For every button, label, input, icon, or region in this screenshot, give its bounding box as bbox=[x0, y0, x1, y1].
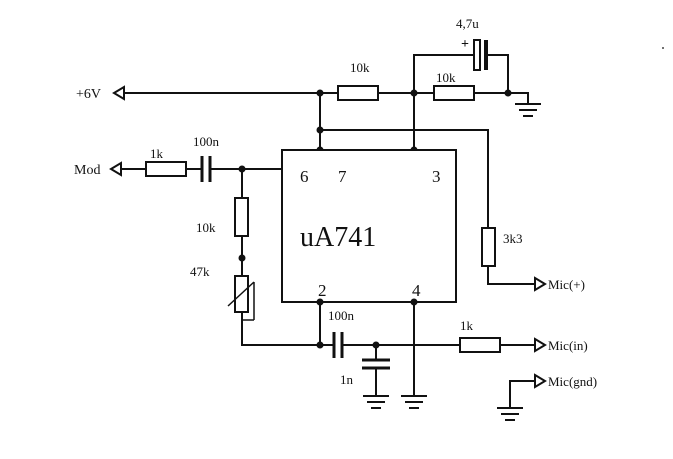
resistor-1k-mic-in-label: 1k bbox=[460, 318, 474, 333]
capacitor-1n bbox=[362, 358, 390, 370]
resistor-10k-feedback bbox=[234, 197, 249, 237]
resistor-1k-mic-in bbox=[459, 337, 501, 353]
resistor-3k3 bbox=[481, 227, 496, 267]
resistor-10k-top-right bbox=[433, 85, 475, 101]
capacitor-1n-label: 1n bbox=[340, 372, 354, 387]
terminal-mic-gnd-label: Mic(gnd) bbox=[548, 374, 597, 389]
ic-pin-6: 6 bbox=[300, 167, 309, 186]
resistor-10k-top-left-label: 10k bbox=[350, 60, 370, 75]
terminal-mic-gnd: Mic(gnd) bbox=[534, 373, 597, 389]
scan-speck bbox=[662, 47, 664, 49]
resistor-10k-top-left bbox=[337, 85, 379, 101]
terminal-mod: Mod bbox=[74, 161, 122, 178]
junction-dot bbox=[316, 341, 324, 349]
ground-icon-pin4 bbox=[401, 395, 427, 409]
capacitor-4u7-label: 4,7u bbox=[456, 16, 479, 31]
junction-dot bbox=[504, 89, 512, 97]
capacitor-100n-mod-label: 100n bbox=[193, 134, 220, 149]
junction-dot bbox=[316, 126, 324, 134]
ground-icon-top bbox=[515, 92, 541, 117]
junction-dot bbox=[316, 89, 324, 97]
capacitor-100n-input bbox=[332, 332, 344, 358]
ground-icon-mic bbox=[497, 407, 523, 421]
ic-pin-2: 2 bbox=[318, 281, 327, 300]
terminal-mic-in-label: Mic(in) bbox=[548, 338, 588, 353]
junction-dot bbox=[238, 254, 246, 262]
terminal-vplus: +6V bbox=[76, 85, 125, 102]
junction-dot bbox=[316, 298, 324, 306]
junction-dot bbox=[410, 89, 418, 97]
ic-name: uA741 bbox=[300, 222, 376, 253]
ground-icon-1n bbox=[363, 395, 389, 409]
potentiometer-47k-label: 47k bbox=[190, 264, 210, 279]
terminal-mic-in: Mic(in) bbox=[534, 337, 588, 353]
resistor-3k3-label: 3k3 bbox=[503, 231, 523, 246]
ic-pin-7: 7 bbox=[338, 167, 347, 186]
ic-pin-4: 4 bbox=[412, 281, 421, 300]
resistor-1k-mod bbox=[145, 161, 187, 177]
resistor-10k-top-right-label: 10k bbox=[436, 70, 456, 85]
junction-dot bbox=[410, 298, 418, 306]
terminal-vplus-label: +6V bbox=[76, 87, 101, 102]
capacitor-4u7 bbox=[473, 39, 488, 71]
capacitor-4u7-plus: + bbox=[461, 37, 469, 52]
terminal-mic-plus-label: Mic(+) bbox=[548, 277, 585, 292]
capacitor-100n-mod bbox=[200, 156, 212, 182]
ic-box bbox=[281, 149, 457, 303]
capacitor-100n-input-label: 100n bbox=[328, 308, 355, 323]
resistor-10k-feedback-label: 10k bbox=[196, 220, 216, 235]
terminal-mic-plus: Mic(+) bbox=[534, 276, 585, 292]
potentiometer-wiper-icon bbox=[227, 281, 255, 321]
terminal-mod-label: Mod bbox=[74, 163, 100, 178]
ic-pin-3: 3 bbox=[432, 167, 441, 186]
resistor-1k-mod-label: 1k bbox=[150, 146, 164, 161]
